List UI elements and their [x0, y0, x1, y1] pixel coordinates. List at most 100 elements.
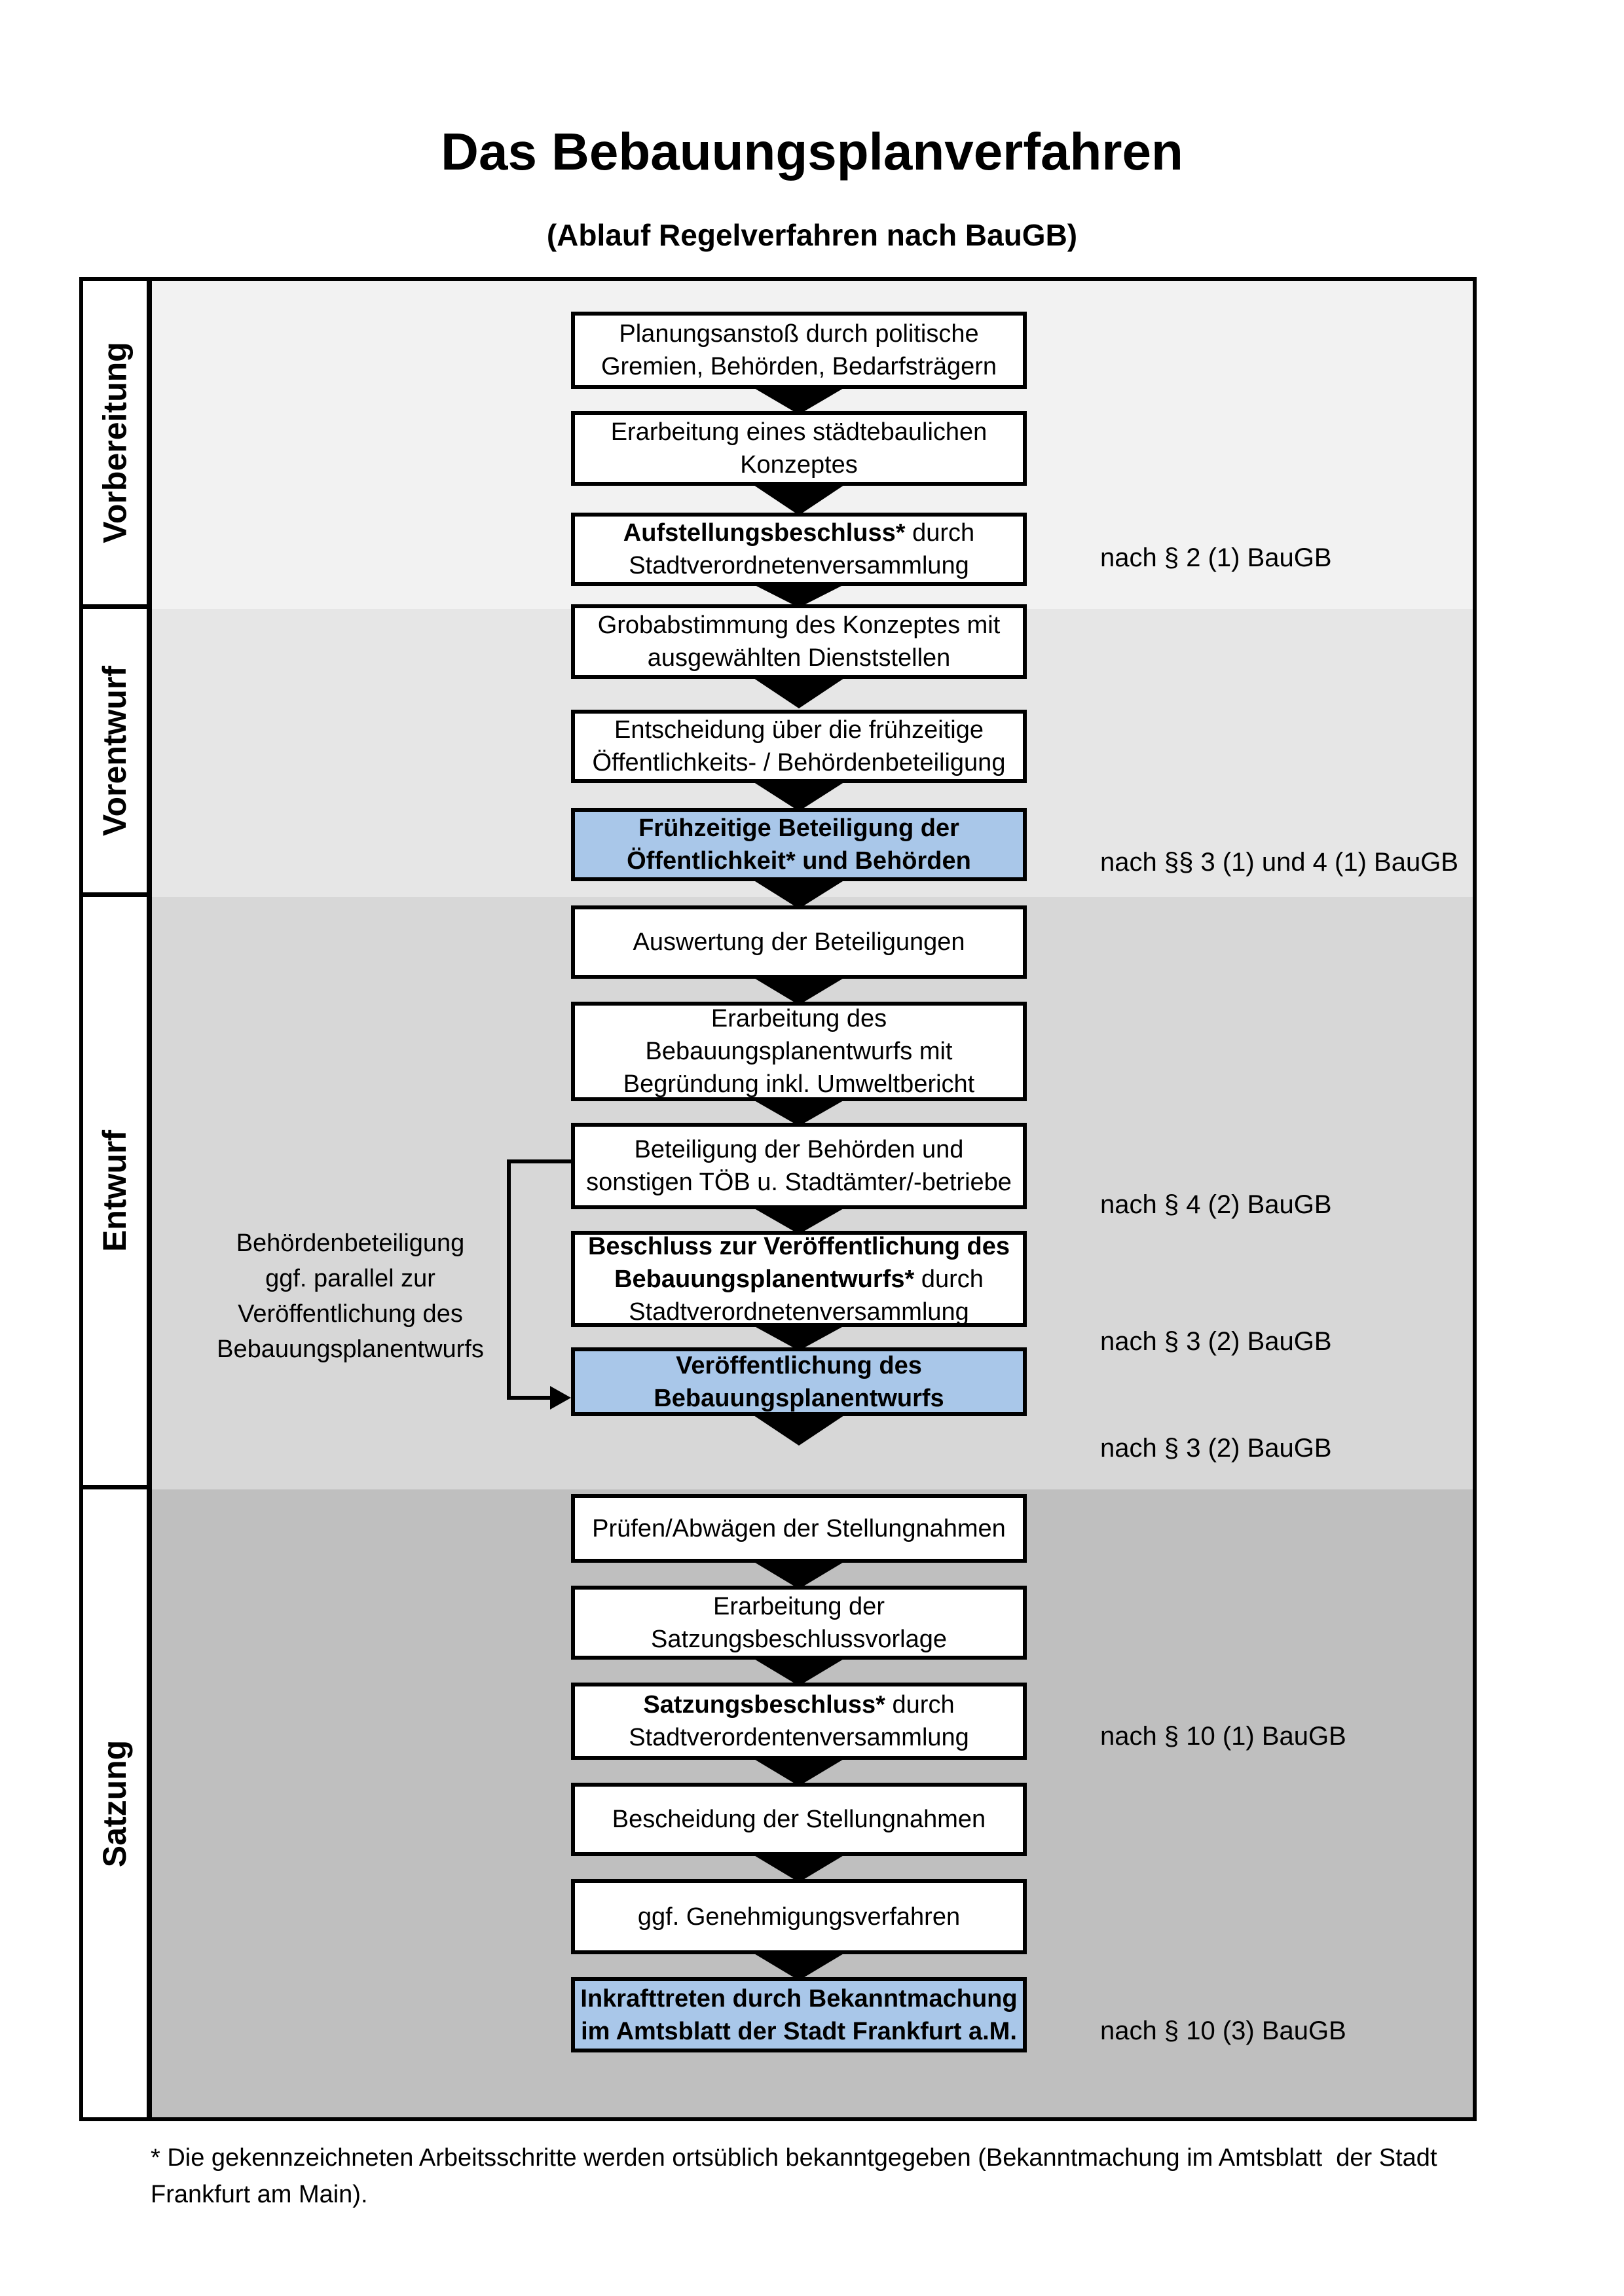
flow-box-text: Erarbeitung der	[713, 1592, 885, 1620]
footnote-line: Frankfurt am Main).	[151, 2181, 368, 2208]
flow-box-line: Gremien, Behörden, Bedarfsträgern	[601, 350, 997, 383]
page-subtitle: (Ablauf Regelverfahren nach BauGB)	[546, 218, 1078, 252]
flow-box-text: Öffentlichkeit* und Behörden	[627, 847, 971, 875]
parallel-annotation-line: Bebauungsplanentwurfs	[217, 1336, 484, 1363]
label-column-divider	[147, 281, 152, 2117]
parallel-connector-arrowhead-icon	[550, 1386, 571, 1410]
flow-box-line: Frühzeitige Beteiligung der	[638, 812, 959, 845]
flow-box-line: Veröffentlichung des	[676, 1349, 922, 1382]
parallel-connector-vertical	[507, 1159, 511, 1400]
flow-box-line: Satzungsbeschluss* durch	[643, 1688, 954, 1721]
flow-arrow-down-icon	[750, 676, 848, 708]
flow-box-text: durch	[905, 519, 975, 547]
flow-box-text: Bebauungsplanentwurfs mit	[645, 1038, 953, 1065]
flow-arrow-down-icon	[750, 583, 848, 608]
flow-box-text: ausgewählten Dienststellen	[647, 644, 951, 672]
flow-box-line: Stadtverordnetenversammlung	[629, 549, 969, 582]
flow-box-line: Öffentlichkeits- / Behördenbeteiligung	[593, 746, 1006, 779]
flow-arrow-down-icon	[750, 780, 848, 811]
flow-box-line: Öffentlichkeit* und Behörden	[627, 845, 971, 877]
page-title: Das Bebauungsplanverfahren	[441, 122, 1183, 181]
flow-box-line: sonstigen TÖB u. Stadtämter/-betriebe	[586, 1166, 1012, 1199]
flow-box-text: Planungsanstoß durch politische	[619, 320, 979, 348]
flow-box-text: Gremien, Behörden, Bedarfsträgern	[600, 353, 997, 380]
flow-box-line: Begründung inkl. Umweltbericht	[623, 1068, 975, 1101]
flow-box-line: Bebauungsplanentwurfs mit	[646, 1035, 953, 1068]
flow-arrow-down-icon	[750, 1757, 848, 1786]
flow-box-line: Inkrafttreten durch Bekanntmachung	[580, 1982, 1017, 2015]
flow-box-text: Stadtverordentenversammlung	[629, 1724, 969, 1751]
flow-box-bescheidung-stellungnahmen: Bescheidung der Stellungnahmen	[571, 1783, 1027, 1856]
parallel-annotation-line: ggf. parallel zur	[265, 1265, 435, 1292]
flow-arrow-down-icon	[750, 975, 848, 1005]
flow-box-text: Bescheidung der Stellungnahmen	[612, 1806, 986, 1833]
footnote-line: * Die gekennzeichneten Arbeitsschritte w…	[151, 2144, 1437, 2172]
flow-box-text: Öffentlichkeits- / Behördenbeteiligung	[592, 749, 1006, 776]
flow-arrow-down-icon	[750, 1656, 848, 1686]
flow-box-text: Beschluss zur Veröffentlichung des	[587, 1232, 1010, 1260]
phase-label-satzung: Satzung	[96, 1740, 134, 1867]
legal-reference: nach §§ 3 (1) und 4 (1) BauGB	[1100, 848, 1458, 877]
flow-box-text: ggf. Genehmigungsverfahren	[637, 1903, 961, 1931]
parallel-annotation-line: Behördenbeteiligung	[236, 1230, 465, 1257]
legal-reference: nach § 3 (2) BauGB	[1100, 1327, 1332, 1356]
phase-label-vorentwurf: Vorentwurf	[96, 665, 134, 836]
phase-label-entwurf: Entwurf	[96, 1129, 134, 1252]
flow-box-line: Erarbeitung der	[713, 1590, 885, 1623]
flow-box-text: im Amtsblatt der Stadt Frankfurt a.M.	[581, 2017, 1017, 2045]
flow-box-line: Beschluss zur Veröffentlichung des	[588, 1230, 1010, 1263]
flow-box-text: durch	[914, 1265, 984, 1293]
flow-box-grobabstimmung: Grobabstimmung des Konzeptes mit ausgewäh…	[571, 604, 1027, 679]
footnote: * Die gekennzeichneten Arbeitsschritte w…	[151, 2140, 1539, 2213]
flow-box-text: durch	[885, 1691, 955, 1719]
flow-box-line: Konzeptes	[740, 448, 858, 481]
parallel-annotation-line: Veröffentlichung des	[238, 1300, 463, 1328]
flow-arrow-down-icon	[750, 1413, 848, 1446]
flow-box-text: Konzeptes	[740, 451, 858, 479]
legal-reference: nach § 4 (2) BauGB	[1100, 1190, 1332, 1219]
flow-box-text: Stadtverordnetenversammlung	[629, 1298, 969, 1326]
flow-box-text: Frühzeitige Beteiligung der	[638, 814, 959, 842]
flow-box-line: Bebauungsplanentwurfs	[654, 1382, 944, 1415]
flow-box-line: Erarbeitung eines städtebaulichen	[611, 416, 987, 448]
flow-box-line: Prüfen/Abwägen der Stellungnahmen	[592, 1512, 1006, 1545]
flow-arrow-down-icon	[750, 878, 848, 909]
flow-box-line: im Amtsblatt der Stadt Frankfurt a.M.	[581, 2015, 1017, 2048]
flow-box-text: Grobabstimmung des Konzeptes mit	[597, 611, 1001, 639]
flow-arrow-down-icon	[750, 1206, 848, 1234]
flow-box-line: Entscheidung über die frühzeitige	[614, 714, 984, 746]
flow-box-text: Prüfen/Abwägen der Stellungnahmen	[592, 1514, 1006, 1542]
flow-box-text: Veröffentlichung des	[676, 1351, 922, 1379]
flow-box-text: Aufstellungsbeschluss*	[623, 519, 906, 547]
parallel-connector-bottom	[507, 1396, 553, 1400]
flow-arrow-down-icon	[750, 1951, 848, 1980]
flow-box-text: Erarbeitung eines städtebaulichen	[610, 418, 987, 446]
flow-box-text: durch Bekanntmachung	[726, 1984, 1018, 2013]
phase-label-cell-entwurf: Entwurf	[83, 897, 147, 1489]
flow-box-line: Beteiligung der Behörden und	[635, 1133, 964, 1166]
flow-arrow-down-icon	[750, 1098, 848, 1126]
flow-arrow-down-icon	[750, 1324, 848, 1351]
flow-box-text: Erarbeitung des	[710, 1005, 887, 1032]
flow-box-line: Stadtverordnetenversammlung	[629, 1296, 969, 1328]
parallel-connector-top	[507, 1159, 571, 1163]
flow-box-line: ausgewählten Dienststellen	[648, 642, 951, 674]
flow-box-text: Begründung inkl. Umweltbericht	[623, 1070, 975, 1098]
flow-box-text: Stadtverordnetenversammlung	[629, 552, 969, 579]
legal-reference: nach § 10 (1) BauGB	[1100, 1722, 1346, 1751]
flow-box-line: Planungsanstoß durch politische	[619, 318, 978, 350]
flow-box-pruefen-abwaegen: Prüfen/Abwägen der Stellungnahmen	[571, 1494, 1027, 1563]
flow-box-line: Auswertung der Beteiligungen	[633, 926, 965, 958]
flow-arrow-down-icon	[750, 1853, 848, 1882]
flow-arrow-down-icon	[750, 386, 848, 414]
